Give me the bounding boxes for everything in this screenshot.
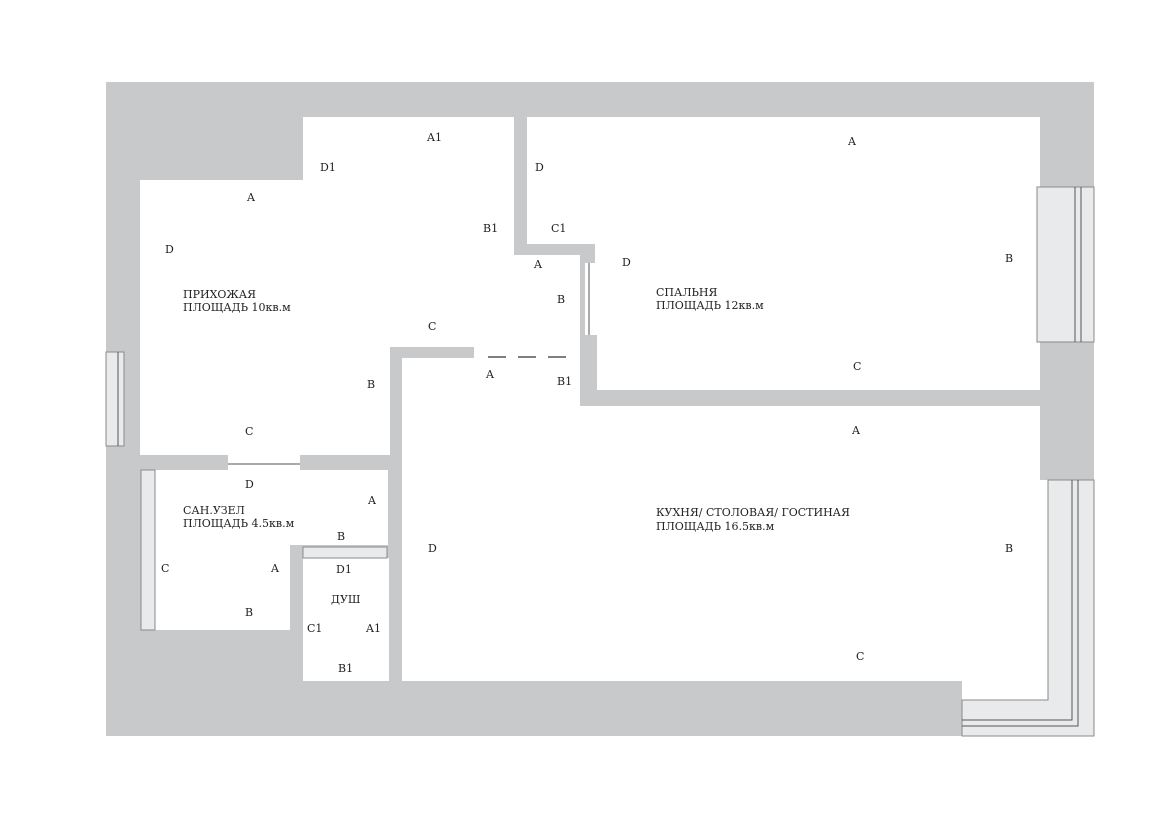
wall-label-bedroom-d: D	[622, 256, 631, 269]
wall-label-bedroom-d-top: D	[535, 161, 544, 174]
wall-label-hallway-c-upper: C	[428, 320, 436, 333]
wall-label-bathroom-a-top: A	[367, 494, 377, 507]
wall-label-kitchen-a: A	[851, 424, 861, 437]
wall-label-hallway-c: C	[245, 425, 253, 438]
wall-label-hallway-b1: B1	[483, 222, 498, 235]
window-left	[105, 351, 125, 447]
door-bedroom	[585, 263, 595, 335]
wall-label-bathroom-d: D	[245, 478, 254, 491]
bathroom-side-panel	[140, 469, 156, 631]
shower-screen	[302, 546, 388, 559]
room-name-bathroom: САН.УЗЕЛ	[183, 504, 245, 517]
kitchen-floor	[402, 347, 1048, 700]
wall-label-bathroom-a: A	[270, 562, 280, 575]
wall-label-bedroom-a: A	[847, 135, 857, 148]
bedroom-floor	[527, 117, 1040, 390]
room-area-hallway: ПЛОЩАДЬ 10кв.м	[183, 301, 291, 314]
wall-label-bedroom-c: C	[853, 360, 861, 373]
hallway-floor	[140, 117, 580, 455]
wall-label-passage-a: A	[485, 368, 495, 381]
wall-label-bathroom-b: B	[245, 606, 253, 619]
wall-label-bedroom-b: B	[1005, 252, 1013, 265]
room-name-hallway: ПРИХОЖАЯ	[183, 288, 256, 301]
wall-label-bathroom-c: C	[161, 562, 169, 575]
room-name-kitchen: КУХНЯ/ СТОЛОВАЯ/ ГОСТИНАЯ	[656, 506, 850, 519]
wall-label-hallway-d1: D1	[320, 161, 336, 174]
wall-label-kitchen-d: D	[428, 542, 437, 555]
wall-label-bedroom-b-door: B	[557, 293, 565, 306]
wall-label-shower-b1: B1	[338, 662, 353, 675]
wall-label-kitchen-c: C	[856, 650, 864, 663]
wall-label-hallway-a: A	[246, 191, 256, 204]
room-name-bedroom: СПАЛЬНЯ	[656, 286, 718, 299]
room-area-kitchen: ПЛОЩАДЬ 16.5кв.м	[656, 520, 775, 533]
wall-label-shower-d1: D1	[336, 563, 352, 576]
wall-label-kitchen-b: B	[1005, 542, 1013, 555]
window-kitchen-frame-2	[962, 480, 1079, 727]
wall-label-hallway-d: D	[165, 243, 174, 256]
room-area-bedroom: ПЛОЩАДЬ 12кв.м	[656, 299, 764, 312]
window-kitchen	[961, 479, 1095, 737]
room-name-shower: ДУШ	[331, 593, 360, 606]
wall-label-shower-c1: C1	[307, 622, 322, 635]
wall-label-bedroom-c1: C1	[551, 222, 566, 235]
wall-label-shower-a1: A1	[365, 622, 381, 635]
wall-label-bathroom-b-top: B	[337, 530, 345, 543]
wall-label-passage-b1: B1	[557, 375, 572, 388]
bathroom-floor	[155, 470, 388, 630]
wall-label-bedroom-a-corner: A	[533, 258, 543, 271]
wall-label-hallway-b: B	[367, 378, 375, 391]
room-area-bathroom: ПЛОЩАДЬ 4.5кв.м	[183, 517, 295, 530]
window-bedroom	[1036, 186, 1095, 343]
door-hall-bathroom	[228, 455, 300, 470]
shower-floor	[303, 558, 389, 681]
window-kitchen-frame-1	[962, 480, 1073, 721]
wall-label-hallway-a1: A1	[426, 131, 442, 144]
